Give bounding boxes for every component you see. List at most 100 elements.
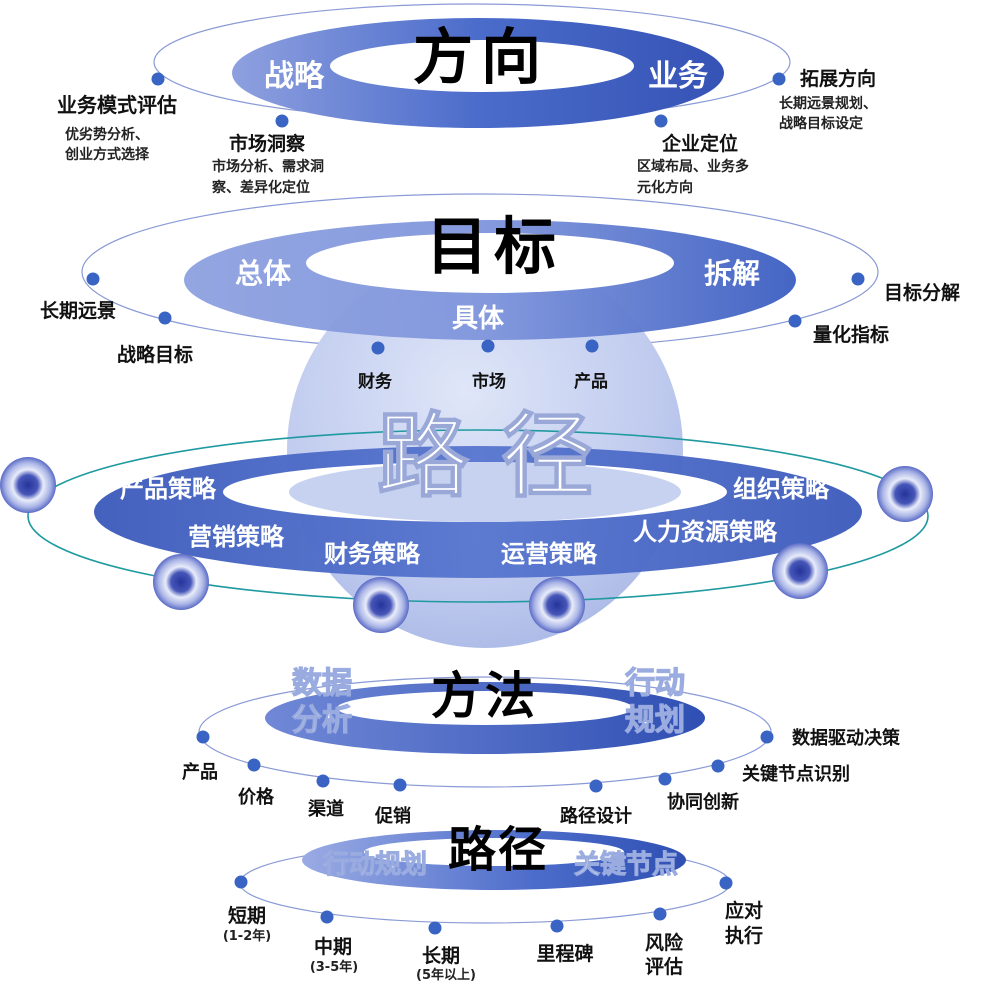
route-item-2-note: (3-5年) bbox=[310, 959, 358, 975]
method-item-3: 渠道 bbox=[308, 798, 344, 820]
direction-item-4-desc-2: 战略目标设定 bbox=[779, 115, 863, 132]
route-title: 路径 bbox=[448, 822, 548, 878]
method-dot-2 bbox=[247, 758, 261, 772]
method-item-5: 路径设计 bbox=[560, 805, 632, 827]
route-item-6-title-2: 执行 bbox=[725, 924, 763, 947]
direction-dot-3 bbox=[654, 114, 668, 128]
direction-item-3-title: 企业定位 bbox=[661, 132, 738, 155]
goal-dot-6 bbox=[481, 339, 495, 353]
orbit-ball-4 bbox=[529, 577, 585, 633]
route-dot-1 bbox=[234, 875, 248, 889]
route-item-1-note: (1-2年) bbox=[223, 928, 271, 944]
method-item-2: 价格 bbox=[238, 786, 275, 808]
goal-right-item-1: 目标分解 bbox=[884, 281, 960, 304]
goal-dot-4 bbox=[788, 314, 802, 328]
direction-item-1-desc-1: 优劣势分析、 bbox=[65, 126, 149, 143]
route-dot-3 bbox=[428, 921, 442, 935]
method-dot-3 bbox=[316, 774, 330, 788]
path-core-orbit bbox=[27, 429, 929, 603]
strategy-6: 组织策略 bbox=[733, 475, 830, 503]
direction-ring-hole bbox=[330, 40, 634, 92]
goal-right-item-2: 量化指标 bbox=[813, 323, 889, 346]
method-section: 数据 分析 行动 规划 方法 产品 价格 渠道 促销 路径设计 协同创新 关键节… bbox=[182, 665, 901, 827]
route-item-4-title: 里程碑 bbox=[536, 942, 593, 965]
orbit-ball-1 bbox=[0, 457, 56, 513]
direction-item-1-desc-2: 创业方式选择 bbox=[64, 146, 150, 163]
route-item-6-title-1: 应对 bbox=[725, 899, 763, 922]
goal-dot-1 bbox=[86, 272, 100, 286]
method-item-1: 产品 bbox=[182, 761, 218, 783]
strategy-5: 人力资源策略 bbox=[633, 518, 778, 546]
route-item-2-title: 中期 bbox=[314, 935, 352, 958]
goal-dot-7 bbox=[585, 339, 599, 353]
direction-dot-4 bbox=[772, 72, 786, 86]
path-core-title: 路 径 bbox=[377, 403, 593, 510]
direction-dot-2 bbox=[275, 114, 289, 128]
method-dot-7 bbox=[711, 759, 725, 773]
path-core-section: 路 径 产品策略 营销策略 财务策略 运营策略 人力资源策略 组织策略 bbox=[0, 402, 933, 633]
method-item-7: 关键节点识别 bbox=[742, 763, 850, 785]
direction-item-2-desc-2: 察、差异化定位 bbox=[212, 179, 310, 196]
direction-title: 方向 bbox=[413, 23, 549, 93]
direction-item-1-title: 业务模式评估 bbox=[57, 93, 177, 117]
goal-ring-right: 拆解 bbox=[704, 257, 760, 290]
goal-dot-2 bbox=[158, 311, 172, 325]
direction-item-3-desc-2: 元化方向 bbox=[637, 179, 693, 196]
method-left-2: 分析 bbox=[292, 703, 352, 738]
route-item-5-title-2: 评估 bbox=[645, 955, 683, 978]
route-dot-6 bbox=[719, 876, 733, 890]
goal-title: 目标 bbox=[426, 210, 562, 283]
path-core-sphere-overlay bbox=[289, 462, 681, 522]
goal-left-item-2: 战略目标 bbox=[117, 343, 193, 366]
route-item-1-title: 短期 bbox=[228, 904, 266, 927]
method-dot-4 bbox=[393, 778, 407, 792]
method-dot-6 bbox=[658, 772, 672, 786]
strategy-1: 产品策略 bbox=[120, 475, 217, 503]
goal-ring-bottom: 具体 bbox=[452, 304, 505, 334]
goal-sub-item-2: 市场 bbox=[472, 371, 506, 392]
route-section: 行动规划 关键节点 路径 短期 (1-2年) 中期 (3-5年) 长期 (5年以… bbox=[223, 822, 763, 983]
method-dot-1 bbox=[196, 730, 210, 744]
method-left-1: 数据 bbox=[292, 666, 352, 701]
method-ring-hole bbox=[337, 691, 633, 725]
route-item-5-title-1: 风险 bbox=[645, 931, 684, 954]
route-item-3-note: (5年以上) bbox=[416, 967, 476, 983]
method-title: 方法 bbox=[431, 667, 539, 725]
goal-dot-5 bbox=[371, 341, 385, 355]
goal-ring-group: 总体 拆解 具体 目标 长期远景 战略目标 目标分解 量化指标 财务 市场 产品 bbox=[40, 210, 960, 392]
method-item-8: 数据驱动决策 bbox=[792, 727, 901, 749]
route-item-3-title: 长期 bbox=[422, 945, 460, 967]
route-ring-right: 关键节点 bbox=[574, 849, 678, 880]
method-dot-5 bbox=[589, 779, 603, 793]
direction-item-2-title: 市场洞察 bbox=[229, 132, 306, 155]
method-right-2: 规划 bbox=[625, 703, 685, 738]
goal-sub-item-3: 产品 bbox=[574, 371, 608, 392]
method-item-6: 协同创新 bbox=[667, 791, 739, 813]
orbit-ball-5 bbox=[772, 543, 828, 599]
orbit-ball-2 bbox=[153, 554, 209, 610]
direction-item-4-title: 拓展方向 bbox=[800, 67, 876, 90]
orbit-ball-6 bbox=[877, 466, 933, 522]
direction-section: 战略 业务 方向 业务模式评估 优劣势分析、 创业方式选择 市场洞察 市场分析、… bbox=[57, 3, 877, 196]
goal-ring-hole bbox=[306, 233, 674, 293]
method-right-1: 行动 bbox=[624, 666, 685, 701]
route-ring-hole bbox=[364, 838, 624, 866]
direction-dot-1 bbox=[151, 72, 165, 86]
strategy-2: 营销策略 bbox=[188, 523, 285, 551]
orbit-ball-3 bbox=[353, 577, 409, 633]
goal-left-item-1: 长期远景 bbox=[40, 300, 116, 322]
direction-item-3-desc-1: 区域布局、业务多 bbox=[637, 158, 749, 175]
goal-sub-item-1: 财务 bbox=[357, 371, 393, 392]
route-dot-2 bbox=[320, 910, 334, 924]
goal-ring-left: 总体 bbox=[235, 257, 292, 290]
strategy-4: 运营策略 bbox=[501, 540, 598, 568]
route-dot-4 bbox=[550, 919, 564, 933]
strategy-3: 财务策略 bbox=[324, 540, 421, 568]
direction-ring-right: 业务 bbox=[648, 59, 708, 94]
direction-item-2-desc-1: 市场分析、需求洞 bbox=[212, 158, 324, 175]
goal-dot-3 bbox=[851, 272, 865, 286]
route-dot-5 bbox=[653, 907, 667, 921]
method-item-4: 促销 bbox=[374, 805, 411, 827]
direction-ring-left: 战略 bbox=[264, 59, 325, 94]
